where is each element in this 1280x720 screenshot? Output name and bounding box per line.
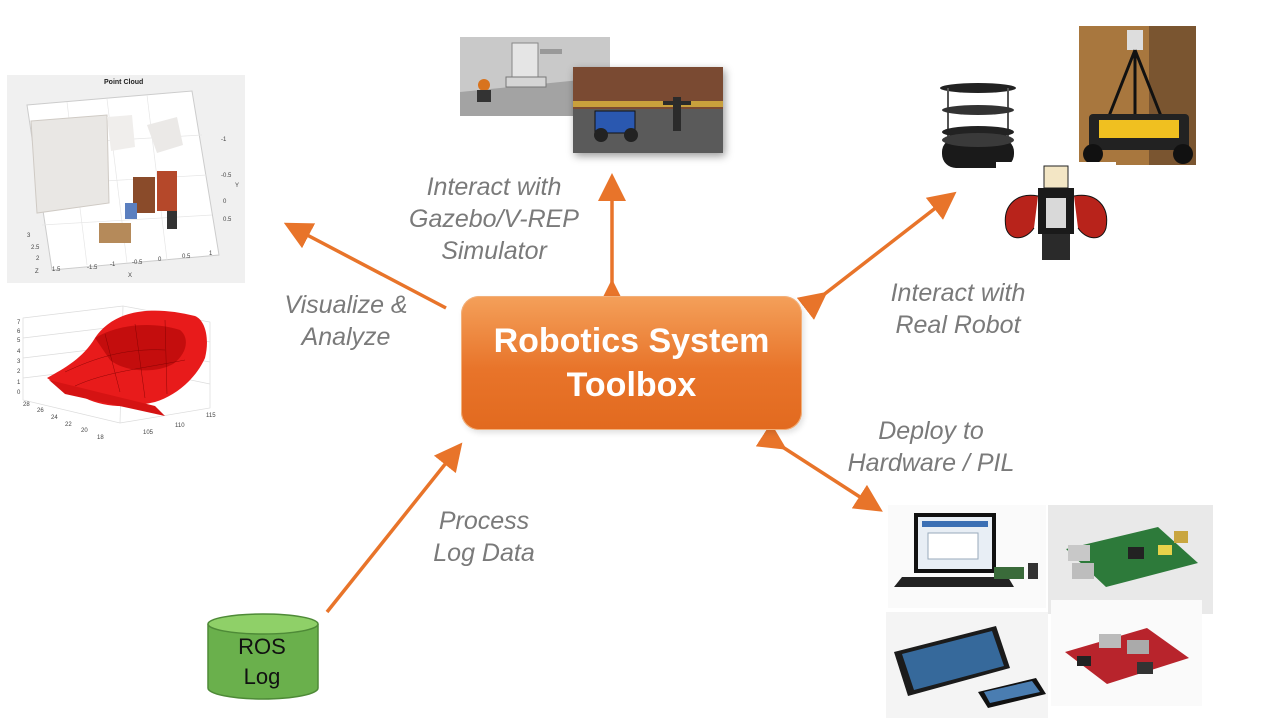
- pc-x-tick: 1: [209, 251, 213, 257]
- pc-x-tick: -1.5: [87, 265, 98, 271]
- robot-photo-baxter: [996, 162, 1116, 268]
- pc-z-tick: 1.5: [52, 267, 61, 273]
- pc-z-tick: 2: [36, 256, 40, 262]
- center-title-line1: Robotics System: [493, 322, 770, 360]
- arrow-log: [325, 442, 463, 614]
- arrow-deploy: [755, 422, 883, 512]
- center-title-line2: Toolbox: [566, 366, 697, 404]
- hardware-photo-tablet-phone: [886, 612, 1048, 718]
- ros-log-cylinder: [207, 613, 319, 700]
- pc-y-tick: 0: [223, 199, 227, 205]
- sp-z-tick: 1: [17, 380, 21, 386]
- sp-z-tick: 2: [17, 369, 21, 375]
- surface-plot: 7 6 5 4 3 2 1 0 28 26 24 22 20 18 105 11…: [5, 298, 225, 443]
- caption-visualize: Visualize & Analyze: [266, 289, 426, 353]
- sp-x-tick: 105: [143, 430, 154, 436]
- simulator-screenshot-pr2: [460, 37, 610, 116]
- simulator-screenshot-vrep: [573, 67, 723, 153]
- pc-z-tick: 2.5: [31, 245, 40, 251]
- sp-y-tick: 22: [65, 422, 72, 428]
- sp-y-tick: 20: [81, 428, 88, 434]
- ros-log-line1: ROS: [238, 634, 286, 659]
- sp-z-tick: 7: [17, 320, 21, 326]
- hardware-photo-raspberry-pi: [1048, 505, 1213, 614]
- caption-simulator-line1: Interact with: [426, 173, 562, 201]
- caption-log: Process Log Data: [414, 505, 554, 569]
- caption-deploy-line1: Deploy to: [878, 417, 984, 445]
- caption-real-robot: Interact with Real Robot: [868, 277, 1048, 341]
- sp-z-tick: 4: [17, 349, 21, 355]
- robot-photo-turtlebot: [938, 80, 1018, 178]
- robotics-system-toolbox-box: Robotics System Toolbox: [461, 296, 802, 430]
- pc-z-tick: 3: [27, 233, 31, 239]
- point-cloud-title: Point Cloud: [104, 79, 144, 86]
- sp-z-tick: 3: [17, 359, 21, 365]
- robot-photo-mobile-base: [1079, 26, 1196, 165]
- sp-z-tick: 0: [17, 390, 21, 396]
- pc-y-tick: 0.5: [223, 217, 232, 223]
- ros-log-line2: Log: [243, 664, 281, 689]
- sp-z-tick: 5: [17, 338, 21, 344]
- sp-y-tick: 24: [51, 415, 58, 421]
- caption-real-robot-line1: Interact with: [890, 279, 1026, 307]
- caption-simulator-line3: Simulator: [441, 237, 547, 265]
- pc-x-tick: -0.5: [132, 260, 143, 266]
- caption-visualize-line2: Analyze: [301, 323, 391, 351]
- arrow-real-robot: [796, 191, 957, 320]
- sp-x-tick: 115: [206, 413, 216, 419]
- pc-x-tick: -1: [110, 262, 116, 268]
- ros-log-label: ROS Log: [209, 632, 315, 692]
- caption-log-line1: Process: [438, 507, 530, 535]
- hardware-photo-board: [1051, 600, 1202, 706]
- caption-visualize-line1: Visualize &: [284, 291, 408, 319]
- sp-y-tick: 18: [97, 435, 104, 441]
- sp-z-tick: 6: [17, 329, 21, 335]
- caption-log-line2: Log Data: [433, 539, 535, 567]
- sp-x-tick: 110: [175, 423, 185, 429]
- pc-x-tick: 0: [158, 257, 162, 263]
- caption-deploy: Deploy to Hardware / PIL: [836, 415, 1026, 479]
- hardware-photo-laptop: [888, 505, 1046, 608]
- point-cloud-z-label: Z: [35, 269, 39, 275]
- pc-x-tick: 0.5: [182, 254, 191, 260]
- caption-simulator: Interact with Gazebo/V-REP Simulator: [394, 171, 594, 267]
- arrow-visualize: [283, 222, 447, 310]
- caption-deploy-line2: Hardware / PIL: [847, 449, 1015, 477]
- point-cloud-y-label: Y: [235, 183, 240, 189]
- caption-simulator-line2: Gazebo/V-REP: [409, 205, 579, 233]
- caption-real-robot-line2: Real Robot: [895, 311, 1021, 339]
- point-cloud-x-label: X: [128, 273, 133, 279]
- pc-y-tick: -1: [221, 137, 227, 143]
- sp-y-tick: 26: [37, 408, 44, 414]
- pc-y-tick: -0.5: [221, 173, 232, 179]
- point-cloud-plot: Point Cloud X Y Z -1.5 -1 -0.5 0 0.5 1 3…: [7, 75, 245, 283]
- sp-y-tick: 28: [23, 402, 30, 408]
